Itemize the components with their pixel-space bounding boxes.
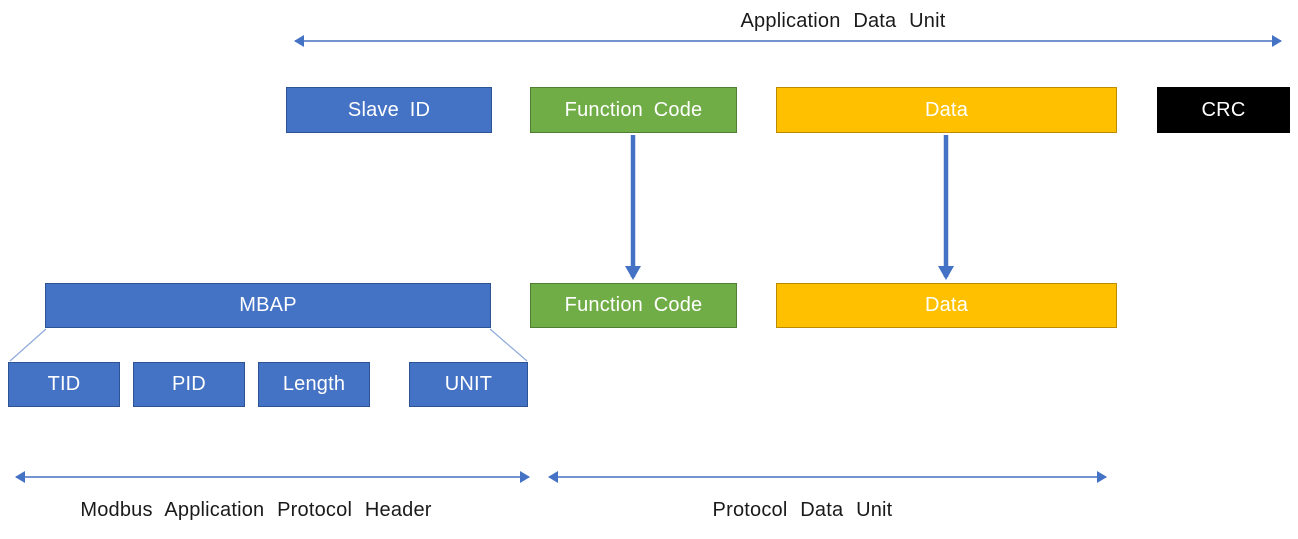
mbap-field-pid-block: PID	[133, 362, 245, 407]
adu-function-code-label: Function Code	[564, 98, 703, 121]
mbap-field-length-block: Length	[258, 362, 370, 407]
pdu-function-code-label: Function Code	[564, 294, 703, 316]
adu-function-code-block: Function Code	[530, 87, 737, 133]
adu-slave-id-block: Slave ID	[286, 87, 492, 133]
mbap-field-unit-block: UNIT	[409, 362, 528, 407]
mbap-field-unit-label: UNIT	[444, 373, 493, 395]
pdu-data-label: Data	[924, 294, 969, 316]
mbap-field-pid-label: PID	[172, 373, 206, 395]
adu-data-block: Data	[776, 87, 1117, 133]
mbap-field-length-label: Length	[282, 373, 346, 395]
mbap-left-connector-line	[9, 328, 47, 362]
pdu-span-label: Protocol Data Unit	[712, 499, 893, 521]
adu-slave-id-label: Slave ID	[347, 98, 431, 121]
pdu-mbap-label: MBAP	[239, 294, 297, 316]
pdu-data-block: Data	[776, 283, 1117, 328]
adu-data-label: Data	[924, 98, 969, 121]
adu-span-label: Application Data Unit	[740, 10, 946, 32]
adu-crc-label: CRC	[1201, 98, 1246, 121]
adu-crc-block: CRC	[1157, 87, 1290, 133]
mbap-field-tid-block: TID	[8, 362, 120, 407]
pdu-mbap-block: MBAP	[45, 283, 491, 328]
pdu-function-code-block: Function Code	[530, 283, 737, 328]
mbap-field-tid-label: TID	[47, 373, 81, 395]
mbap-span-label: Modbus Application Protocol Header	[80, 499, 432, 521]
mbap-right-connector-line	[489, 328, 528, 362]
